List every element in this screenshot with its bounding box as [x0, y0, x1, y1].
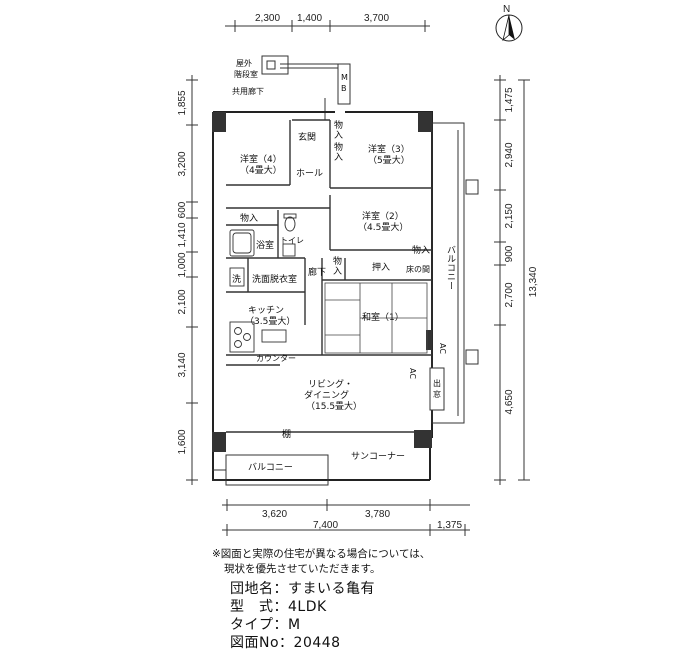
compass-label: N	[503, 4, 510, 15]
bottom-dimension-line	[222, 499, 470, 536]
toilet-label: トイレ	[280, 236, 304, 245]
left-dimension-line	[186, 75, 198, 485]
storage-corridor-label: 物	[333, 255, 342, 267]
kitchen-size: （3.5畳大）	[245, 315, 295, 327]
washroom-label: 洗面脱衣室	[252, 273, 297, 285]
dim-left-1: 1,855	[177, 90, 188, 115]
bay-window	[429, 367, 445, 411]
bathroom-fixtures	[229, 213, 297, 257]
mb-label-m: M	[341, 73, 348, 82]
sink-icon	[229, 267, 245, 287]
disclaimer-line-1: ※図面と実際の住宅が異なる場合については、	[212, 548, 431, 560]
right-dimension-labels: 1,475 2,940 2,150 900 2,700 4,650 13,340	[504, 87, 539, 414]
common-corridor-label: 共用廊下	[232, 86, 264, 96]
storage-entrance-2-label: 物	[334, 141, 343, 153]
dim-bottom-2: 3,780	[365, 509, 390, 520]
storage-entrance-1-label-2: 入	[334, 130, 343, 141]
outdoor-stair-label-2: 階段室	[234, 69, 258, 79]
dim-bottom-total: 7,400	[313, 520, 338, 531]
tokonoma-label: 床の間	[406, 264, 430, 274]
dim-left-8: 1,600	[177, 429, 188, 454]
western-room-2-size: （4.5畳大）	[358, 221, 408, 233]
dim-top-2: 1,400	[297, 13, 322, 24]
dim-top-3: 3,700	[364, 13, 389, 24]
storage-entrance-1-label: 物	[334, 119, 343, 131]
interior-walls	[226, 119, 432, 433]
outdoor-stair-structure	[261, 55, 351, 120]
dim-right-5: 2,700	[504, 282, 515, 307]
north-compass-icon: N	[495, 4, 523, 42]
japanese-room-1-label: 和室（1）	[362, 311, 404, 323]
dim-left-2: 3,200	[177, 151, 188, 176]
dim-left-4: 1,410	[177, 222, 188, 247]
western-room-2-label: 洋室（2）	[362, 210, 404, 222]
storage-tatami-label: 物入	[412, 244, 430, 256]
living-label-1: リビング・	[308, 378, 353, 390]
balcony-bottom-label: バルコニー	[248, 462, 293, 473]
hall-label: ホール	[296, 168, 323, 179]
ac-label-2: AC	[408, 368, 417, 379]
shelf-label: 棚	[282, 428, 291, 440]
storage-bath-label: 物入	[240, 212, 258, 224]
model-type: 型 式：4LDK	[230, 599, 327, 615]
dim-bottom-extra: 1,375	[437, 520, 462, 531]
storage-entrance-2-label-2: 入	[334, 152, 343, 163]
dim-left-5: 1,000	[177, 252, 188, 277]
dim-left-6: 2,100	[177, 289, 188, 314]
disclaimer-line-2: 現状を優先させていただきます。	[224, 563, 381, 575]
counter-label: カウンター	[256, 354, 296, 363]
dim-top-1: 2,300	[255, 13, 280, 24]
property-info: 団地名：すまいる亀有 型 式：4LDK タイプ：M 図面No：20448	[230, 580, 375, 652]
dim-bottom-1: 3,620	[262, 509, 287, 520]
wash-icon-label: 洗	[232, 273, 241, 285]
balcony-right-label: バルコニー	[445, 245, 456, 290]
unit-type: タイプ：M	[230, 617, 301, 633]
dim-right-6: 4,650	[504, 389, 515, 414]
dim-right-4: 900	[504, 245, 515, 262]
western-room-4-label: 洋室（4）	[240, 153, 282, 165]
entrance-label: 玄関	[298, 131, 316, 143]
balcony-right	[431, 122, 479, 424]
stove-icon	[229, 321, 287, 353]
living-size: （15.5畳大）	[306, 400, 362, 412]
western-room-3-label: 洋室（3）	[368, 143, 410, 155]
drawing-number: 図面No：20448	[230, 635, 341, 651]
dim-left-7: 3,140	[177, 352, 188, 377]
living-label-2: ダイニング	[304, 389, 349, 401]
mb-label-b: B	[341, 84, 347, 93]
bath-label: 浴室	[256, 239, 274, 251]
closet-label: 押入	[372, 261, 390, 273]
dim-right-1: 1,475	[504, 87, 515, 112]
ac-label-1: AC	[438, 343, 447, 354]
tatami-grid	[324, 282, 428, 354]
bay-window-label-2: 窓	[433, 389, 441, 399]
estate-name: 団地名：すまいる亀有	[230, 581, 375, 597]
corridor-label: 廊下	[308, 266, 326, 278]
structural-columns	[212, 112, 432, 452]
dim-left-3: 600	[177, 201, 188, 218]
western-room-4-size: （4畳大）	[240, 164, 282, 176]
balcony-bottom	[212, 454, 329, 486]
dim-right-total: 13,340	[528, 266, 539, 297]
outdoor-stair-label-1: 屋外	[236, 58, 252, 68]
dim-right-3: 2,150	[504, 203, 515, 228]
right-dimension-line	[494, 75, 530, 485]
left-dimension-labels: 1,855 3,200 600 1,410 1,000 2,100 3,140 …	[177, 90, 188, 454]
top-dimension-line	[225, 20, 430, 32]
storage-corridor-label-2: 入	[333, 266, 342, 277]
disclaimer-note: ※図面と実際の住宅が異なる場合については、 現状を優先させていただきます。	[212, 547, 430, 577]
western-room-3-size: （5畳大）	[368, 154, 410, 166]
dim-right-2: 2,940	[504, 142, 515, 167]
bay-window-label-1: 出	[433, 378, 441, 388]
sun-corner-label: サンコーナー	[351, 451, 405, 462]
kitchen-label: キッチン	[248, 305, 284, 316]
